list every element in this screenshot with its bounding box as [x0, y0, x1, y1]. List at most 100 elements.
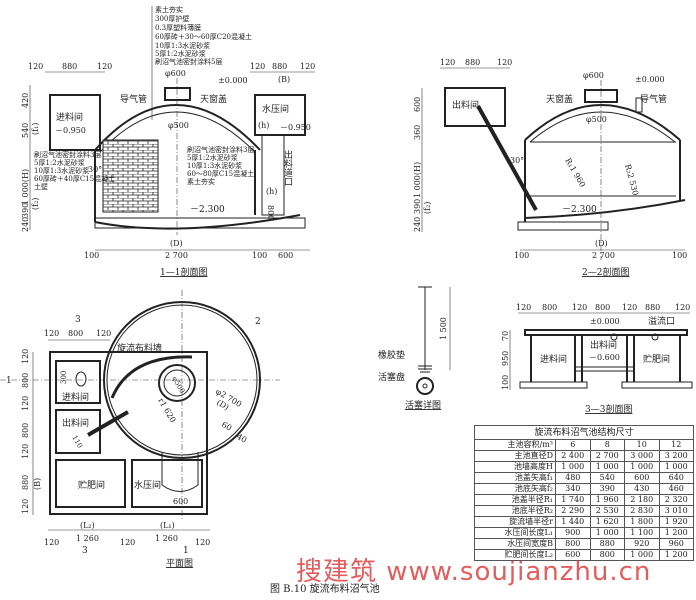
plan-view: 旋流布料墙 进料间 出料间 贮肥间 水压间 φ500 r1 620 φ2 700… — [0, 290, 280, 569]
value-cell: 390 — [589, 483, 625, 495]
value-cell: 600 — [624, 472, 660, 484]
plan-outline — [49, 351, 208, 515]
outlet-pipe — [476, 105, 538, 211]
dim-symbol: (f₁) — [31, 123, 40, 135]
dim-label: 100 — [672, 251, 687, 260]
outlet-room-box — [444, 87, 506, 127]
dim-label: φ500 — [170, 375, 186, 395]
dim-label: 2 700 — [165, 251, 188, 260]
dim-label: 540 — [21, 123, 30, 138]
value-cell: 920 — [624, 538, 660, 550]
radius-label: R₁1 960 — [563, 157, 587, 189]
section-3-3: 120 800 120 800 120 880 120 ±0.000 溢流口 进… — [501, 303, 693, 415]
inlet-room-label: 进料间 — [62, 391, 89, 403]
dome-inner — [99, 111, 256, 153]
elevation-label: ±0.000 — [590, 317, 620, 326]
skylight-cover-label: 天窗盖 — [200, 93, 227, 105]
dim-label: 800 — [68, 329, 83, 338]
value-cell: 1 620 — [589, 516, 625, 528]
value-cell: 480 — [555, 472, 591, 484]
value-cell: 1 000 — [589, 527, 625, 539]
figure-caption: 图 B.10 旋流布料沼气池 — [270, 584, 380, 595]
layer-note: 10厚1:3水泥砂浆 — [34, 166, 89, 175]
table-header-row: 主池容积/m³ 6 8 10 12 — [474, 439, 694, 451]
dim-label: 2 700 — [592, 251, 615, 260]
dim-symbol: (D) — [170, 239, 183, 248]
value-cell: 1 200 — [658, 549, 694, 561]
row-label-cell: 池盖矢高f₁ — [474, 472, 556, 484]
layer-note: 刷沼气池密封涂料3层 — [187, 145, 254, 154]
table-title: 旋流布料沼气池结构尺寸 — [474, 425, 694, 440]
outlet-room-box — [55, 409, 101, 454]
row-label-cell: 水压间宽度B — [474, 538, 556, 550]
layer-note: 素土夯实 — [187, 177, 215, 186]
value-cell: 1 000 — [589, 461, 625, 473]
row-label-cell: 池底半径R₂ — [474, 505, 556, 517]
dim-label: 120 — [300, 62, 315, 71]
section-title: 平面图 — [166, 558, 193, 569]
value-cell: 1 000 — [624, 461, 660, 473]
value-cell: 1 100 — [624, 527, 660, 539]
section-mark: 3 — [75, 315, 81, 325]
gas-pipe-label: 导气管 — [120, 93, 147, 105]
skylight — [164, 87, 191, 101]
value-cell: 1 740 — [555, 494, 591, 506]
dim-symbol: (h) — [258, 121, 269, 130]
manure-room-label: 贮肥间 — [78, 479, 105, 491]
row-label-cell: 水压间长度L₁ — [474, 527, 556, 539]
dim-label: 40 — [235, 432, 248, 445]
dim-symbol: (L₂) — [80, 521, 95, 530]
dim-label: φ500 — [586, 115, 607, 124]
dim-label: 120 — [44, 538, 59, 547]
dim-label: 120 — [516, 303, 531, 312]
floor-curve — [524, 199, 686, 219]
dim-label: 120 — [96, 329, 111, 338]
value-cell: 2 700 — [589, 450, 625, 462]
wall-layer-notes: 刷沼气池密封涂料3层 5厚1:2水泥砂浆 10厚1:3水泥砂浆 60厚砖＋40厚… — [34, 150, 115, 191]
dim-label: 120 — [675, 303, 690, 312]
table-header-cell: 8 — [589, 439, 625, 451]
dim-label: 1 500 — [439, 317, 448, 340]
dim-label: 600 — [413, 97, 422, 112]
pressure-room-box — [131, 459, 203, 508]
value-cell: 2 180 — [624, 494, 660, 506]
dim-label: 1 260 — [76, 534, 99, 543]
angle-label: 30° — [88, 165, 102, 174]
dim-symbol: (L₁) — [160, 521, 175, 530]
section-1-1: 素土夯实 300厚护壁 0.3厚塑料薄膜 60厚砖＋30～60厚C20混凝土 1… — [21, 5, 315, 278]
piston-disc-label: 活塞盘 — [378, 371, 405, 383]
inlet-room-box — [55, 360, 101, 404]
layer-note: 300厚护壁 — [155, 14, 189, 23]
table-header-cell: 主池容积/m³ — [474, 439, 556, 451]
section-title: 3—3剖面图 — [585, 403, 632, 415]
row-label-cell: 主池直径D — [474, 450, 556, 462]
piston-detail: 1 500 橡胶垫 活塞盘 活塞详图 — [378, 286, 451, 411]
dim-label: 600 — [278, 251, 293, 260]
rubber-pad-label: 橡胶垫 — [378, 349, 405, 361]
manhole-circle — [158, 364, 196, 402]
pressure-room-label: 水压间 — [134, 479, 161, 491]
value-cell: 3 200 — [658, 450, 694, 462]
outlet-room-label: 出料间 — [452, 99, 479, 111]
dim-label: 800 — [266, 205, 275, 220]
pressure-room-label: 水压间 — [262, 103, 289, 115]
dim-label: 600 — [173, 497, 188, 506]
elevation-label: ±0.000 — [218, 76, 248, 85]
value-cell: 1 800 — [624, 516, 660, 528]
layer-note: 刷沼气池密封涂料3层 — [34, 150, 101, 159]
manure-room-box — [55, 459, 126, 508]
top-layer-notes: 素土夯实 300厚护壁 0.3厚塑料薄膜 60厚砖＋30～60厚C20混凝土 1… — [155, 5, 252, 66]
dim-label: 110 — [70, 434, 84, 450]
dim-label: 120 — [622, 303, 637, 312]
radius-label: R₂2 530 — [623, 163, 640, 196]
dim-label: 800 — [595, 303, 610, 312]
table-header-cell: 10 — [624, 439, 660, 451]
outlet-channel-label: 出料道口 — [282, 149, 293, 186]
swirl-wall — [110, 355, 193, 399]
floor-layer-notes: 刷沼气池密封涂料3层 5厚1:2水泥砂浆 10厚1:3水泥砂浆 60～80厚C1… — [187, 145, 254, 186]
